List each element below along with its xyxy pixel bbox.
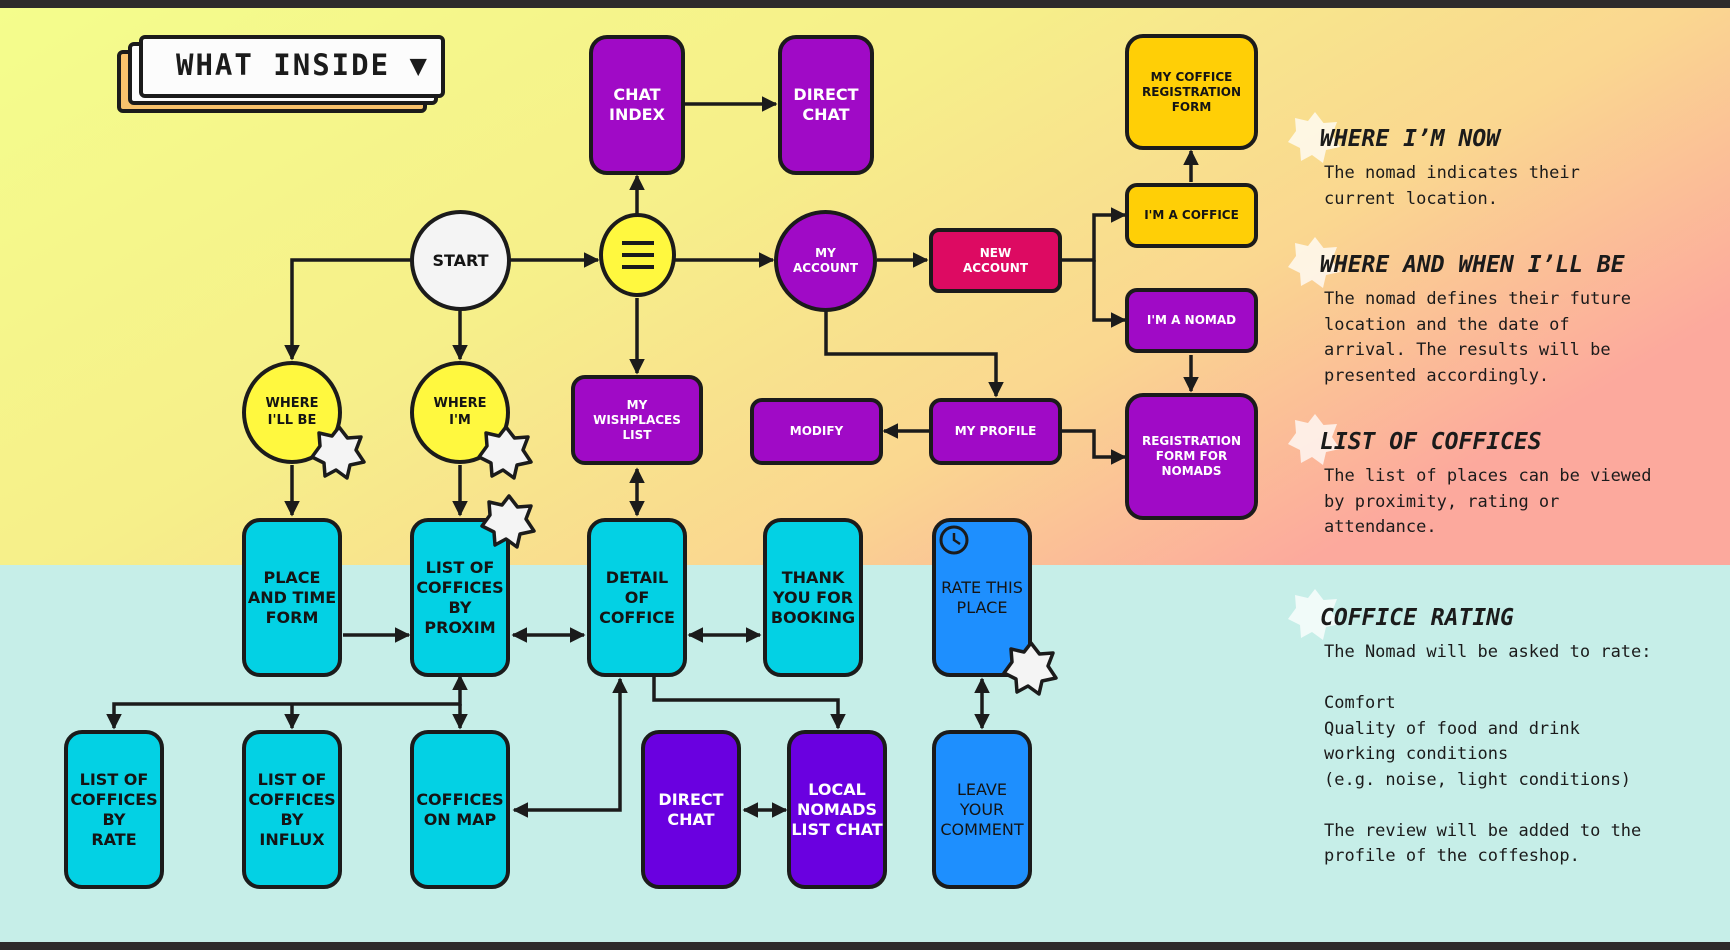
edge-profile-regform [1061, 429, 1127, 465]
edge-newaccount-nomad [1092, 260, 1127, 328]
side-body-where-im-now: The nomad indicates their current locati… [1324, 163, 1580, 209]
edge-detail-map [512, 677, 628, 818]
node-im-a-coffice[interactable]: I'M A COFFICE [1125, 183, 1258, 248]
node-my-wishplaces-list[interactable]: MY WISHPLACES LIST [571, 375, 703, 465]
node-detail-of-coffice[interactable]: DETAIL OF COFFICE [587, 518, 687, 677]
node-rate-this-place[interactable]: RATE THIS PLACE [932, 518, 1032, 677]
node-direct-chat-bottom[interactable]: DIRECT CHAT [641, 730, 741, 889]
node-chat-index[interactable]: CHAT INDEX [589, 35, 685, 175]
node-modify[interactable]: MODIFY [750, 398, 883, 465]
node-list-coffices-influx[interactable]: LIST OF COFFICES BY INFLUX [242, 730, 342, 889]
node-my-account[interactable]: MY ACCOUNT [774, 210, 877, 312]
node-where-ill-be[interactable]: WHERE I'LL BE [242, 361, 342, 464]
side-title-where-when-ill-be: WHERE AND WHEN I’LL BE [1320, 252, 1625, 278]
node-coffices-on-map[interactable]: COFFICES ON MAP [410, 730, 510, 889]
header-card-front[interactable] [139, 35, 445, 98]
node-where-im[interactable]: WHERE I'M [410, 361, 510, 464]
rate-this-place-label: RATE THIS PLACE [941, 577, 1023, 617]
edge-account-profile [824, 311, 1004, 398]
node-list-coffices-rate[interactable]: LIST OF COFFICES BY RATE [64, 730, 164, 889]
node-menu[interactable] [599, 213, 676, 297]
side-body-list-of-coffices: The list of places can be viewed by prox… [1324, 466, 1652, 537]
edge-proxim-lists [106, 674, 468, 730]
node-start[interactable]: START [410, 210, 511, 311]
side-title-where-im-now: WHERE I’M NOW [1320, 126, 1501, 152]
node-direct-chat-top[interactable]: DIRECT CHAT [778, 35, 874, 175]
hamburger-menu-icon [621, 241, 654, 269]
node-leave-your-comment[interactable]: LEAVE YOUR COMMENT [932, 730, 1032, 889]
node-im-a-nomad[interactable]: I'M A NOMAD [1125, 288, 1258, 353]
edge-start-whereillbe [284, 258, 411, 361]
side-body-where-when-ill-be: The nomad defines their future location … [1324, 289, 1632, 386]
page-title[interactable]: WHAT INSIDE ▼ [176, 48, 429, 82]
node-registration-form-nomads[interactable]: REGISTRATION FORM FOR NOMADS [1125, 393, 1258, 520]
node-my-profile[interactable]: MY PROFILE [929, 398, 1062, 465]
node-place-and-time-form[interactable]: PLACE AND TIME FORM [242, 518, 342, 677]
node-thank-you-booking[interactable]: THANK YOU FOR BOOKING [763, 518, 863, 677]
side-title-list-of-coffices: LIST OF COFFICES [1320, 429, 1542, 455]
node-local-nomads-list-chat[interactable]: LOCAL NOMADS LIST CHAT [787, 730, 887, 889]
node-list-coffices-proxim[interactable]: LIST OF COFFICES BY PROXIM [410, 518, 510, 677]
side-body-coffice-rating: The Nomad will be asked to rate: Comfort… [1324, 642, 1652, 866]
edge-newaccount-branch [1061, 207, 1127, 262]
side-title-coffice-rating: COFFICE RATING [1320, 605, 1514, 631]
edge-detail-localchat [652, 676, 846, 730]
node-my-coffice-registration-form[interactable]: MY COFFICE REGISTRATION FORM [1125, 34, 1258, 150]
node-new-account[interactable]: NEW ACCOUNT [929, 228, 1062, 293]
